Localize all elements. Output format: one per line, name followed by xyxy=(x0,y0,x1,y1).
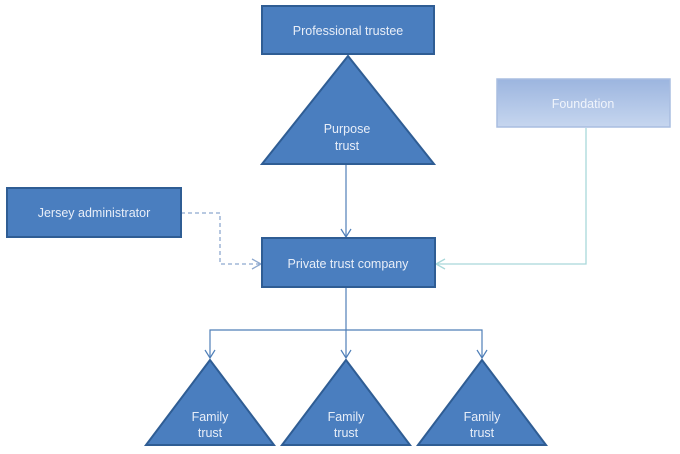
node-jersey-administrator[interactable]: Jersey administrator xyxy=(6,187,182,238)
arrowhead-family-1 xyxy=(204,349,216,360)
family-trust-1-label-line1: Family xyxy=(192,410,230,424)
foundation-label: Foundation xyxy=(552,97,615,111)
professional-trustee-label: Professional trustee xyxy=(293,24,404,38)
node-family-trust-2[interactable]: Family trust xyxy=(279,358,413,446)
family-trust-3-label-line2: trust xyxy=(470,426,495,440)
edge-jersey-to-ptc xyxy=(181,212,261,265)
family-trust-1-label-line2: trust xyxy=(198,426,223,440)
purpose-trust-label-line2: trust xyxy=(335,139,360,153)
edge-foundation-to-ptc xyxy=(436,128,587,265)
family-trust-3-label-line1: Family xyxy=(464,410,502,424)
node-private-trust-company[interactable]: Private trust company xyxy=(261,237,436,288)
jersey-administrator-label: Jersey administrator xyxy=(38,206,151,220)
family-trust-2-label-line1: Family xyxy=(328,410,366,424)
node-foundation[interactable]: Foundation xyxy=(496,78,671,128)
purpose-trust-label-line1: Purpose xyxy=(324,122,371,136)
family-trust-2-label-line2: trust xyxy=(334,426,359,440)
arrowhead-family-2 xyxy=(340,349,352,360)
node-family-trust-1[interactable]: Family trust xyxy=(143,358,277,446)
node-family-trust-3[interactable]: Family trust xyxy=(415,358,549,446)
private-trust-company-label: Private trust company xyxy=(288,257,410,271)
connectors xyxy=(181,128,587,360)
arrowhead-family-3 xyxy=(476,349,488,360)
node-professional-trustee[interactable]: Professional trustee xyxy=(261,5,435,55)
edge-ptc-branch xyxy=(209,329,483,358)
node-purpose-trust[interactable]: Purpose trust xyxy=(259,54,437,165)
